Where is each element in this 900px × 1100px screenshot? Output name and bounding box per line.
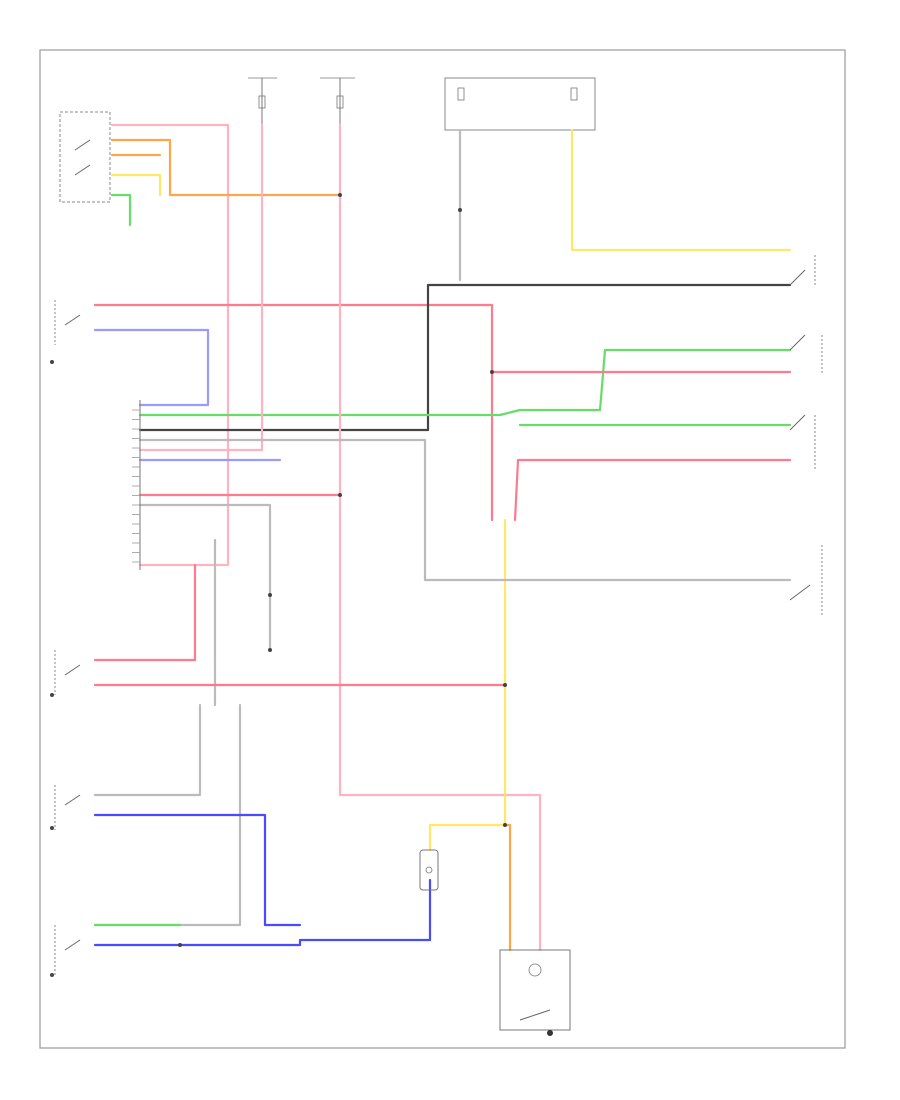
key-switch-component xyxy=(789,255,816,286)
wire-yellow-right xyxy=(570,128,792,252)
wire-orange-1 xyxy=(110,138,342,197)
wire-blue-bottom xyxy=(93,813,302,927)
trunk-lamp-switch-component xyxy=(789,545,823,615)
front-right-door-switch-left xyxy=(54,300,81,345)
left-rear-door-switch-component xyxy=(54,785,81,830)
wire-yellow-center xyxy=(428,518,507,852)
wire-red-lf-door xyxy=(93,563,197,662)
left-front-door-switch-component xyxy=(54,650,81,695)
wire-gray-trunk xyxy=(138,438,792,582)
wire-blue-bottom-2 xyxy=(93,878,432,947)
wire-red-top xyxy=(93,303,494,522)
relay-component xyxy=(419,849,439,891)
dome-light-component xyxy=(59,111,111,203)
left-rear-door-switch-2-component xyxy=(54,925,81,975)
wire-pink-branch xyxy=(138,123,264,452)
power-box-right xyxy=(444,77,596,131)
wire-orange-sec xyxy=(503,823,512,952)
wire-gray-bcm xyxy=(138,503,272,652)
wire-red-right-2 xyxy=(513,458,792,522)
ground-symbols xyxy=(50,360,272,977)
bcm-connector xyxy=(132,400,141,570)
splice-dots xyxy=(178,193,507,947)
wire-pink-1 xyxy=(110,123,230,567)
wire-lightblue xyxy=(93,328,210,407)
rear-right-door-switch-component xyxy=(789,414,816,470)
security-indicator-component xyxy=(499,949,571,1036)
wire-black-key xyxy=(138,283,792,432)
wire-green-dome xyxy=(110,193,132,227)
wire-yellow-dome xyxy=(110,173,162,197)
diagram-frame xyxy=(39,49,846,1049)
wire-pink-center xyxy=(338,123,542,952)
front-right-door-switch-component xyxy=(789,334,823,375)
wire-gray-lr xyxy=(93,703,202,797)
wire-green-top xyxy=(138,348,792,417)
power-source-hot-in-run-1 xyxy=(320,77,355,125)
power-source-hot-at-all-times-1 xyxy=(248,77,277,125)
